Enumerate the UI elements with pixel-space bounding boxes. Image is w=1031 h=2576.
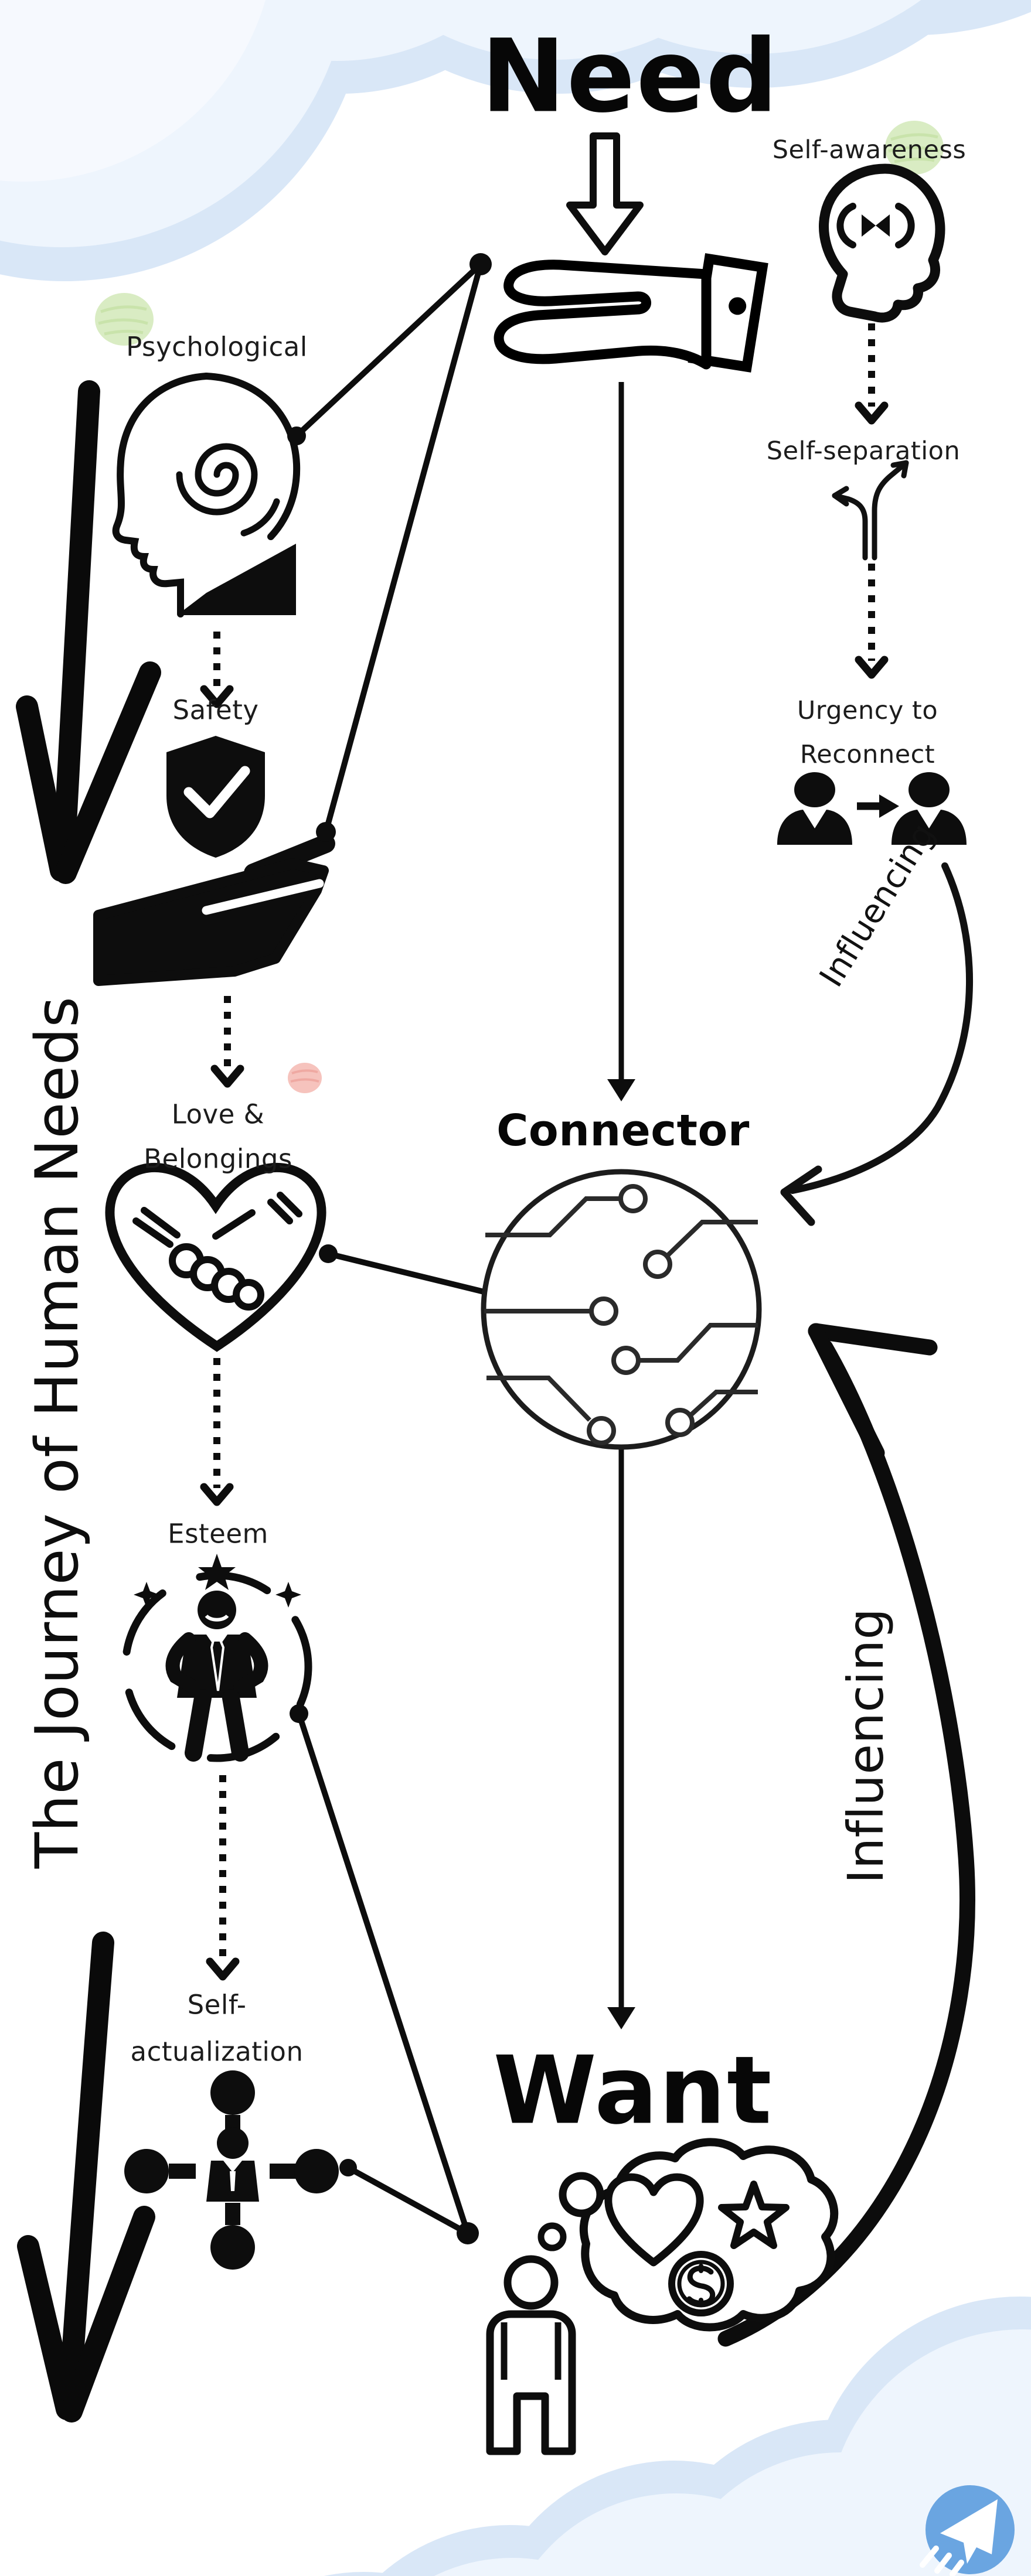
arrow-need-to-connector bbox=[607, 382, 635, 1101]
influencing-lower-label: Influencing bbox=[837, 1608, 894, 1884]
need-label: Need bbox=[481, 17, 780, 135]
hollow-down-arrow-icon bbox=[566, 132, 644, 255]
self-actualization-label-line2: actualization bbox=[130, 2036, 304, 2067]
dotted-arrow-awareness-to-separation bbox=[855, 323, 889, 425]
dotted-arrow-psych-to-safety bbox=[200, 632, 234, 708]
influencing-arrow-lower bbox=[717, 1323, 975, 2347]
line-selfactualization-to-want bbox=[346, 2165, 469, 2236]
line-love-to-connector bbox=[327, 1251, 492, 1296]
paper-plane-logo-icon bbox=[920, 2485, 1015, 2576]
scribble-accents bbox=[95, 121, 944, 1093]
dotted-arrows bbox=[200, 323, 889, 1981]
line-esteem-to-want bbox=[296, 1712, 471, 2234]
junction-dot bbox=[316, 822, 336, 842]
cloud-top bbox=[0, 0, 1031, 281]
love-belongings-label-line1: Love & bbox=[171, 1098, 265, 1130]
love-belongings-label-line2: Belongings bbox=[144, 1143, 292, 1175]
giving-hand-icon bbox=[93, 834, 335, 986]
junction-dot bbox=[287, 427, 306, 445]
big-down-arrow-top-left bbox=[16, 380, 161, 884]
aware-head-icon bbox=[819, 163, 945, 323]
dotted-arrow-safety-to-love bbox=[210, 996, 244, 1088]
page-title: The Journey of Human Needs bbox=[22, 996, 91, 1869]
junction-dot bbox=[319, 1244, 338, 1263]
split-arrows-icon bbox=[832, 460, 909, 561]
junction-dot bbox=[339, 2159, 357, 2176]
two-people-arrow-icon bbox=[777, 772, 967, 845]
arrow-connector-to-want bbox=[607, 1449, 635, 2029]
dotted-arrow-separation-to-urgency bbox=[855, 564, 889, 679]
self-actualization-label-line1: Self- bbox=[187, 1989, 247, 2021]
want-label: Want bbox=[493, 2035, 773, 2145]
dotted-arrow-love-to-esteem bbox=[200, 1358, 234, 1506]
dotted-arrow-esteem-to-selfactualization bbox=[206, 1775, 240, 1981]
line-need-to-psychological bbox=[294, 262, 483, 438]
heart-handshake-icon bbox=[105, 1162, 326, 1352]
esteem-star-person-icon bbox=[121, 1554, 312, 1762]
pink-scribble-icon bbox=[288, 1063, 322, 1093]
big-down-arrow-bottom-left bbox=[17, 1932, 155, 2423]
head-spiral-icon bbox=[112, 373, 301, 617]
junction-dot bbox=[290, 1704, 308, 1723]
shield-check-icon bbox=[166, 736, 265, 858]
network-person-icon bbox=[124, 2070, 339, 2270]
person-outline-icon bbox=[486, 2255, 576, 2455]
psychological-label: Psychological bbox=[126, 331, 308, 363]
urgency-label-line2: Reconnect bbox=[799, 740, 935, 769]
cloud-bottom bbox=[324, 2297, 1031, 2576]
connection-lines bbox=[294, 262, 492, 2236]
junction-dot bbox=[457, 2222, 479, 2244]
receiving-hand-icon bbox=[494, 253, 768, 373]
self-separation-label: Self-separation bbox=[766, 436, 961, 466]
urgency-label-line1: Urgency to bbox=[797, 696, 938, 725]
safety-label: Safety bbox=[172, 694, 259, 726]
junction-dot bbox=[469, 253, 492, 275]
circuit-circle-icon bbox=[481, 1169, 762, 1450]
influencing-arrow-upper bbox=[780, 862, 973, 1226]
junction-dots bbox=[287, 253, 492, 2244]
esteem-label: Esteem bbox=[168, 1518, 268, 1550]
self-awareness-label: Self-awareness bbox=[772, 135, 967, 165]
thought-bubble-heart-star-dollar-icon bbox=[537, 2138, 839, 2332]
connector-label: Connector bbox=[496, 1106, 750, 1156]
line-need-to-safety bbox=[323, 263, 484, 833]
